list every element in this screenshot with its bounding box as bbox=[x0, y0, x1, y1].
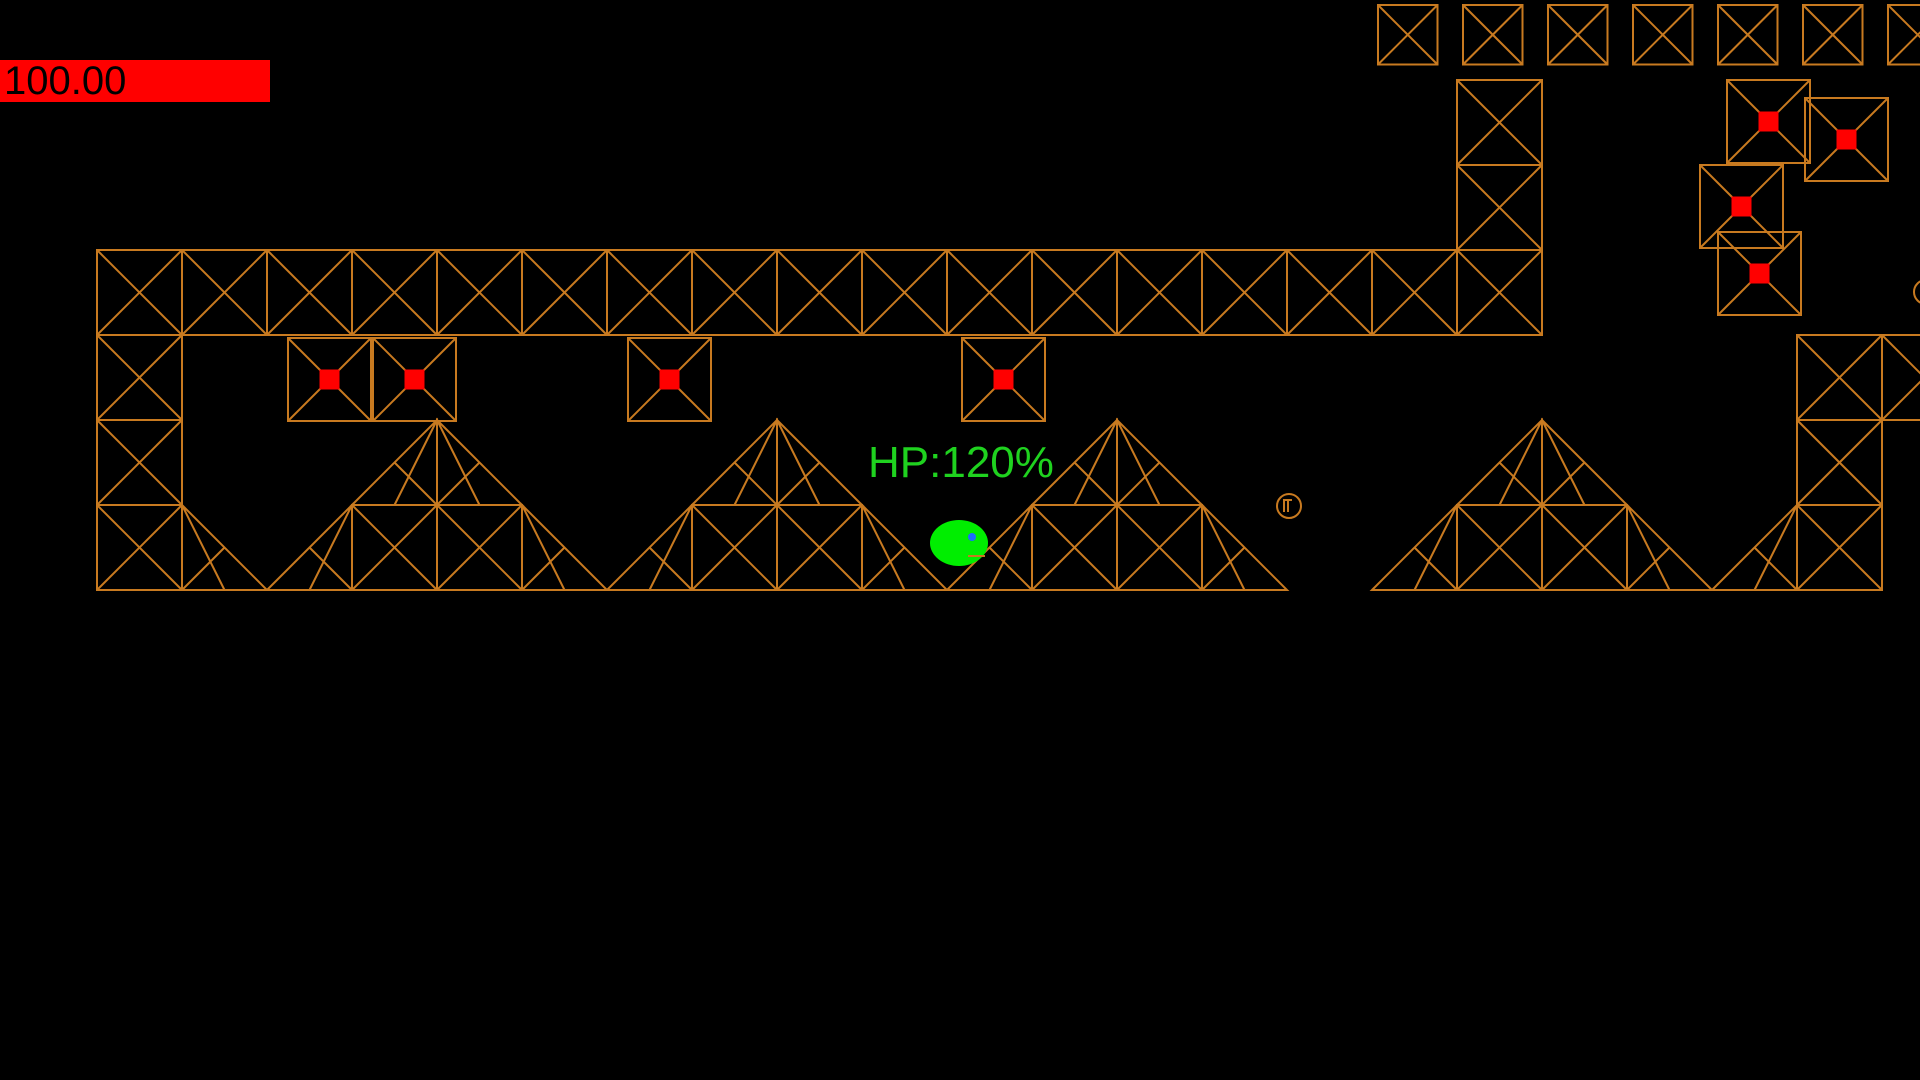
crate-tile bbox=[1371, 249, 1458, 336]
ramp-up-tile bbox=[1369, 502, 1458, 591]
crate-tile bbox=[776, 504, 863, 591]
ramp-up-tile bbox=[1454, 417, 1543, 506]
mine-icon bbox=[1731, 196, 1752, 217]
mine-icon bbox=[659, 369, 680, 390]
mine-icon bbox=[1836, 129, 1857, 150]
crate-tile bbox=[1456, 164, 1543, 251]
crate-tile bbox=[1547, 4, 1609, 66]
crate-tile bbox=[691, 249, 778, 336]
ramp-up-tile bbox=[689, 417, 778, 506]
crate-tile bbox=[861, 249, 948, 336]
mine-icon bbox=[1758, 111, 1779, 132]
crate-tile bbox=[1796, 419, 1883, 506]
timer-value: 100.00 bbox=[4, 59, 127, 103]
crate-tile bbox=[1201, 249, 1288, 336]
ramp-down-tile bbox=[776, 417, 865, 506]
mine-icon bbox=[404, 369, 425, 390]
level-tiles bbox=[96, 4, 1920, 591]
crate-tile bbox=[436, 504, 523, 591]
mine-crate-tile bbox=[1717, 231, 1802, 316]
crate-tile bbox=[96, 334, 183, 421]
ramp-up-tile bbox=[349, 417, 438, 506]
mine-crate-tile bbox=[287, 337, 372, 422]
crate-tile bbox=[1796, 504, 1883, 591]
ramp-down-tile bbox=[521, 502, 610, 591]
ramp-down-tile bbox=[1116, 417, 1205, 506]
crate-tile bbox=[1887, 4, 1920, 66]
crate-tile bbox=[691, 504, 778, 591]
crate-tile bbox=[1456, 249, 1543, 336]
crate-tile bbox=[181, 249, 268, 336]
crate-tile bbox=[351, 249, 438, 336]
crate-tile bbox=[776, 249, 863, 336]
ramp-up-tile bbox=[604, 502, 693, 591]
coin-item-partial[interactable] bbox=[1913, 280, 1920, 304]
mine-icon bbox=[1749, 263, 1770, 284]
crate-tile bbox=[1377, 4, 1439, 66]
mine-crate-tile bbox=[627, 337, 712, 422]
ramp-down-tile bbox=[1201, 502, 1290, 591]
crate-tile bbox=[606, 249, 693, 336]
crate-tile bbox=[1286, 249, 1373, 336]
crate-tile bbox=[1717, 4, 1779, 66]
ramp-down-tile bbox=[1626, 502, 1715, 591]
crate-tile bbox=[96, 504, 183, 591]
player-eye-icon bbox=[968, 533, 976, 541]
mine-icon bbox=[993, 369, 1014, 390]
crate-tile bbox=[521, 249, 608, 336]
ramp-up-tile bbox=[264, 502, 353, 591]
ramp-down-tile bbox=[1541, 417, 1630, 506]
mine-crate-tile bbox=[1804, 97, 1889, 182]
ramp-down-tile bbox=[181, 502, 270, 591]
ramp-down-tile bbox=[436, 417, 525, 506]
crate-tile bbox=[946, 249, 1033, 336]
coin-item[interactable] bbox=[1276, 493, 1302, 519]
crate-tile bbox=[1031, 504, 1118, 591]
crate-tile bbox=[1116, 504, 1203, 591]
mine-crate-tile bbox=[961, 337, 1046, 422]
ramp-up-tile bbox=[1709, 502, 1798, 591]
crate-tile bbox=[1031, 249, 1118, 336]
mine-crate-tile bbox=[1699, 164, 1784, 249]
crate-tile bbox=[266, 249, 353, 336]
ramp-down-tile bbox=[861, 502, 950, 591]
crate-tile bbox=[96, 249, 183, 336]
crate-tile bbox=[1881, 334, 1920, 421]
crate-tile bbox=[1802, 4, 1864, 66]
crate-tile bbox=[1116, 249, 1203, 336]
timer-bar: 100.00 bbox=[0, 60, 270, 102]
crate-tile bbox=[1632, 4, 1694, 66]
crate-tile bbox=[1796, 334, 1883, 421]
mine-icon bbox=[319, 369, 340, 390]
crate-tile bbox=[1462, 4, 1524, 66]
crate-tile bbox=[1541, 504, 1628, 591]
crate-tile bbox=[1456, 79, 1543, 166]
crate-tile bbox=[436, 249, 523, 336]
player-hp-label: HP:120% bbox=[868, 438, 1054, 487]
mine-crate-tile bbox=[1726, 79, 1811, 164]
crate-tile bbox=[96, 419, 183, 506]
mine-crate-tile bbox=[372, 337, 457, 422]
player-character bbox=[930, 520, 988, 566]
crate-tile bbox=[351, 504, 438, 591]
crate-tile bbox=[1456, 504, 1543, 591]
